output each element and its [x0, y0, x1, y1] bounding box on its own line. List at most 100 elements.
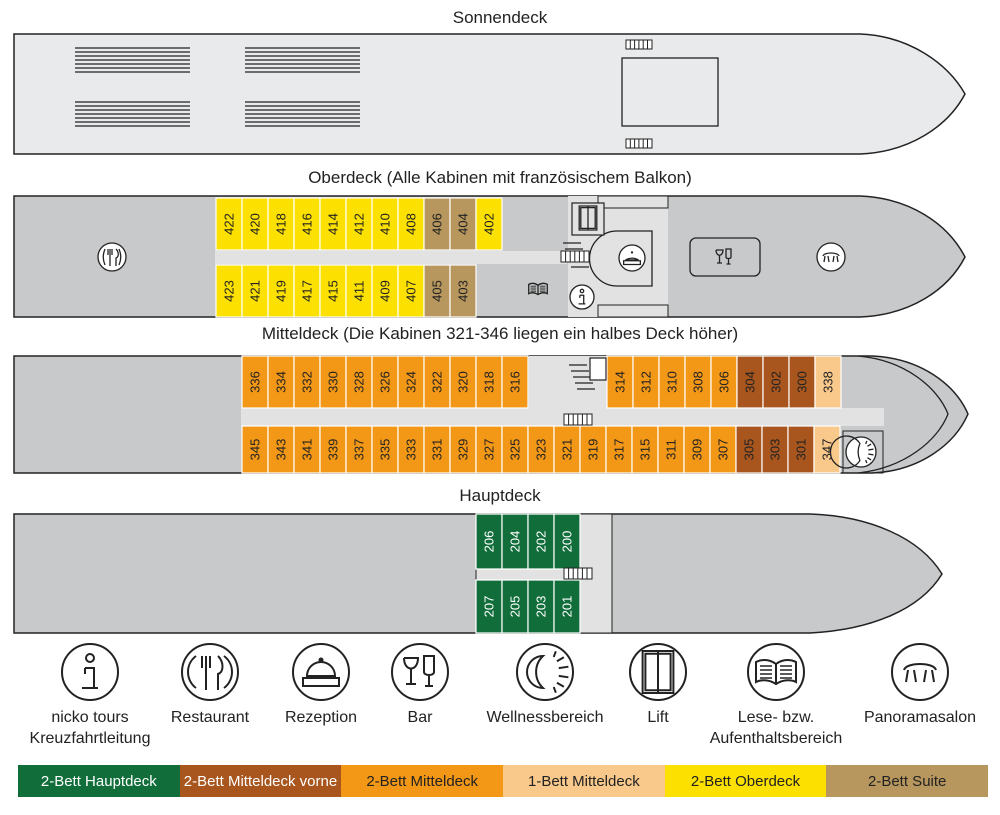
cabin-316[interactable]: 316	[501, 355, 529, 409]
cabin-317[interactable]: 317	[605, 425, 633, 474]
cabin-333[interactable]: 333	[397, 425, 425, 474]
cabin-323[interactable]: 323	[527, 425, 555, 474]
cabin-318[interactable]: 318	[475, 355, 503, 409]
cabin-336[interactable]: 336	[241, 355, 269, 409]
cabin-number: 321	[560, 439, 575, 461]
cabin-420[interactable]: 420	[241, 197, 269, 251]
cabin-311[interactable]: 311	[657, 425, 685, 474]
cabin-319[interactable]: 319	[579, 425, 607, 474]
cabin-number: 326	[378, 371, 393, 393]
cabin-338[interactable]: 338	[814, 355, 842, 409]
cabin-417[interactable]: 417	[293, 264, 321, 318]
cabin-331[interactable]: 331	[423, 425, 451, 474]
cabin-304[interactable]: 304	[736, 355, 764, 409]
cabin-number: 315	[638, 439, 653, 461]
cabin-337[interactable]: 337	[345, 425, 373, 474]
cabin-423[interactable]: 423	[215, 264, 243, 318]
cabin-number: 330	[326, 371, 341, 393]
cabin-335[interactable]: 335	[371, 425, 399, 474]
cabin-414[interactable]: 414	[319, 197, 347, 251]
cabin-339[interactable]: 339	[319, 425, 347, 474]
cabin-300[interactable]: 300	[788, 355, 816, 409]
wellness-sun-icon	[829, 435, 877, 469]
cabin-205[interactable]: 205	[501, 579, 529, 634]
cabin-number: 406	[430, 213, 445, 235]
cabin-409[interactable]: 409	[371, 264, 399, 318]
cabin-301[interactable]: 301	[787, 425, 815, 474]
cabin-number: 323	[534, 439, 549, 461]
cabin-202[interactable]: 202	[527, 513, 555, 570]
cabin-number: 405	[430, 280, 445, 302]
cabin-302[interactable]: 302	[762, 355, 790, 409]
cabin-200[interactable]: 200	[553, 513, 581, 570]
cabin-number: 417	[300, 280, 315, 302]
cabin-408[interactable]: 408	[397, 197, 425, 251]
legend-label-wellness-sun: Wellnessbereich	[486, 709, 604, 726]
hauptdeck-title: Hauptdeck	[459, 486, 541, 505]
cabin-number: 338	[821, 371, 836, 393]
cabin-314[interactable]: 314	[606, 355, 634, 409]
cabin-312[interactable]: 312	[632, 355, 660, 409]
cabin-341[interactable]: 341	[293, 425, 321, 474]
cabin-402[interactable]: 402	[475, 197, 503, 251]
legend-label-info: nicko tours Kreuzfahrtleitung	[29, 709, 151, 747]
cabin-207[interactable]: 207	[475, 579, 503, 634]
sundeck-pool	[621, 57, 719, 127]
cabin-307[interactable]: 307	[709, 425, 737, 474]
cabin-343[interactable]: 343	[267, 425, 295, 474]
cabin-324[interactable]: 324	[397, 355, 425, 409]
cabin-407[interactable]: 407	[397, 264, 425, 318]
cabin-315[interactable]: 315	[631, 425, 659, 474]
cabin-328[interactable]: 328	[345, 355, 373, 409]
cabin-422[interactable]: 422	[215, 197, 243, 251]
cabin-415[interactable]: 415	[319, 264, 347, 318]
cabin-322[interactable]: 322	[423, 355, 451, 409]
cabin-410[interactable]: 410	[371, 197, 399, 251]
cabin-206[interactable]: 206	[475, 513, 503, 570]
cabin-419[interactable]: 419	[267, 264, 295, 318]
cabin-310[interactable]: 310	[658, 355, 686, 409]
cabin-347[interactable]: 347	[813, 425, 841, 474]
cabin-309[interactable]: 309	[683, 425, 711, 474]
cabin-201[interactable]: 201	[553, 579, 581, 634]
cabin-320[interactable]: 320	[449, 355, 477, 409]
cabin-number: 318	[482, 371, 497, 393]
cabin-308[interactable]: 308	[684, 355, 712, 409]
cabin-325[interactable]: 325	[501, 425, 529, 474]
cabin-412[interactable]: 412	[345, 197, 373, 251]
cabin-404[interactable]: 404	[449, 197, 477, 251]
cabin-204[interactable]: 204	[501, 513, 529, 570]
cabin-345[interactable]: 345	[241, 425, 269, 474]
cabin-203[interactable]: 203	[527, 579, 555, 634]
cabin-number: 410	[378, 213, 393, 235]
cabin-326[interactable]: 326	[371, 355, 399, 409]
cabin-number: 314	[613, 371, 628, 393]
cabin-327[interactable]: 327	[475, 425, 503, 474]
cabin-305[interactable]: 305	[735, 425, 763, 474]
cabin-number: 341	[300, 439, 315, 461]
cabin-329[interactable]: 329	[449, 425, 477, 474]
cabin-number: 421	[248, 280, 263, 302]
cabin-number: 310	[665, 371, 680, 393]
cabin-303[interactable]: 303	[761, 425, 789, 474]
cabin-334[interactable]: 334	[267, 355, 295, 409]
cabin-421[interactable]: 421	[241, 264, 269, 318]
cabin-330[interactable]: 330	[319, 355, 347, 409]
cabin-332[interactable]: 332	[293, 355, 321, 409]
cabin-306[interactable]: 306	[710, 355, 738, 409]
cabin-406[interactable]: 406	[423, 197, 451, 251]
sundeck-stairs	[625, 39, 653, 149]
cabin-number: 331	[430, 439, 445, 461]
cabin-418[interactable]: 418	[267, 197, 295, 251]
cabin-416[interactable]: 416	[293, 197, 321, 251]
cabin-number: 423	[222, 280, 237, 302]
cabin-number: 307	[716, 439, 731, 461]
legend-swatch-hauptdeck: 2-Bett Hauptdeck	[18, 765, 180, 797]
cabin-403[interactable]: 403	[449, 264, 477, 318]
cabin-number: 324	[404, 371, 419, 393]
cabin-411[interactable]: 411	[345, 264, 373, 318]
cabin-321[interactable]: 321	[553, 425, 581, 474]
cabin-405[interactable]: 405	[423, 264, 451, 318]
cabin-number: 347	[820, 439, 835, 461]
cabin-number: 415	[326, 280, 341, 302]
